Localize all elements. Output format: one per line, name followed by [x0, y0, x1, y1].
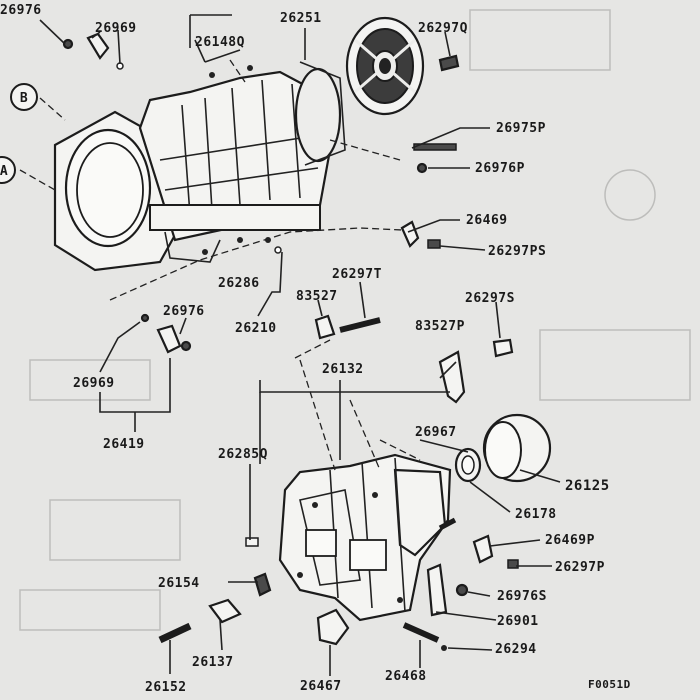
label-26297s: 26297S — [465, 291, 515, 306]
middle-small-parts — [140, 313, 514, 404]
transmission-case — [53, 61, 346, 272]
marker-b: B — [10, 83, 38, 111]
label-26967: 26967 — [415, 425, 457, 440]
label-26251: 26251 — [280, 11, 322, 26]
bleed-through — [19, 9, 691, 631]
label-26137: 26137 — [192, 655, 234, 670]
extension-housing — [278, 453, 452, 622]
label-26469p: 26469P — [545, 533, 595, 548]
label-26210: 26210 — [235, 321, 277, 336]
pump-cover — [345, 16, 425, 116]
label-26976-top: 26976 — [0, 3, 42, 18]
label-26286: 26286 — [218, 276, 260, 291]
label-26901: 26901 — [497, 614, 539, 629]
label-26969-mid: 26969 — [73, 376, 115, 391]
label-83527: 83527 — [296, 289, 338, 304]
leader-lines — [39, 14, 561, 676]
marker-a: A — [0, 156, 16, 184]
label-26467: 26467 — [300, 679, 342, 694]
label-26468: 26468 — [385, 669, 427, 684]
label-26976-mid: 26976 — [163, 304, 205, 319]
svg-text:B: B — [20, 91, 28, 106]
label-26132: 26132 — [322, 362, 364, 377]
label-26976p: 26976P — [475, 161, 525, 176]
label-26976s: 26976S — [497, 589, 547, 604]
seal-parts — [454, 413, 552, 483]
label-26178: 26178 — [515, 507, 557, 522]
label-83527p: 83527P — [415, 319, 465, 334]
part-labels: 26976 26969 26148Q 26251 26297Q 26975P 2… — [0, 3, 631, 695]
label-26154: 26154 — [158, 576, 200, 591]
svg-text:A: A — [0, 164, 8, 179]
label-26297p: 26297P — [555, 560, 605, 575]
figure-code: F0051D — [588, 678, 631, 691]
label-26969-top: 26969 — [95, 21, 137, 36]
upper-small-parts — [62, 32, 460, 254]
assembly-lines — [19, 59, 421, 471]
label-26419: 26419 — [103, 437, 145, 452]
label-26125: 26125 — [565, 478, 610, 494]
label-26152: 26152 — [145, 680, 187, 695]
label-26297q: 26297Q — [418, 21, 468, 36]
label-26285q: 26285Q — [218, 447, 268, 462]
lower-small-parts — [158, 517, 519, 651]
label-26297t: 26297T — [332, 267, 382, 282]
label-26469: 26469 — [466, 213, 508, 228]
label-26975p: 26975P — [496, 121, 546, 136]
label-26297ps: 26297PS — [488, 244, 546, 259]
label-26148q: 26148Q — [195, 35, 245, 50]
label-26294: 26294 — [495, 642, 537, 657]
